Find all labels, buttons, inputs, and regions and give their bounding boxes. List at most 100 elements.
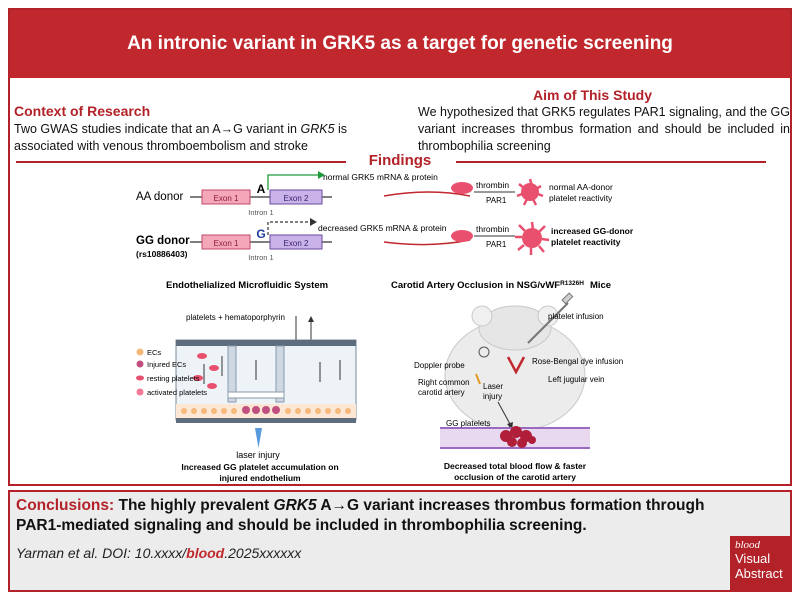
gg-donor-label: GG donor (136, 235, 190, 247)
aa-exon2-label: Exon 2 (284, 194, 309, 203)
allele-a: A (257, 182, 266, 196)
mouse-title: Carotid Artery Occlusion in NSG/vWFR1326… (391, 280, 611, 291)
syringe-barrel (561, 292, 574, 305)
context-text-b: G variant in (233, 122, 301, 136)
carotid-vessels (506, 356, 526, 375)
findings-rule-right (456, 161, 766, 163)
injured-cells (242, 406, 280, 414)
gg-thrombin-label: thrombin (476, 224, 509, 234)
conclusions-arrow: → (331, 497, 348, 514)
title-banner: An intronic variant in GRK5 as a target … (10, 10, 790, 78)
citation-prefix: Yarman et al. DOI: 10.xxxx/ (16, 545, 187, 561)
aa-exon1-label: Exon 1 (214, 194, 239, 203)
decreased-mrna-label: decreased GRK5 mRNA & protein (318, 223, 447, 233)
laser-injury-label-1: Laser (483, 382, 503, 391)
mouse-result-2: occlusion of the carotid artery (454, 472, 576, 482)
conclusions-gene: GRK5 (273, 497, 317, 514)
gg-transcription-arrow (267, 221, 310, 235)
legend-ecs: ECs (147, 348, 161, 357)
legend-ec-swatch (136, 348, 144, 356)
gg-resting-platelet (451, 230, 473, 242)
aa-exon2 (269, 189, 323, 205)
gg-exon1-label: Exon 1 (214, 239, 239, 248)
legend-activated-swatch (136, 388, 144, 396)
allele-g: G (256, 227, 265, 241)
thrombus (500, 426, 536, 448)
citation-suffix: .2025xxxxxx (224, 545, 302, 561)
gg-platelets-label: GG platelets (446, 419, 490, 428)
increased-reactivity-1: increased GG-donor (551, 226, 634, 236)
citation: Yarman et al. DOI: 10.xxxx/blood.2025xxx… (16, 545, 301, 561)
outflow-arrowhead (308, 316, 314, 322)
gg-intron-label: Intron 1 (248, 253, 273, 262)
aa-transcription-arrow (267, 174, 318, 190)
aa-activated-platelet (516, 178, 544, 206)
doppler-probe-icon (478, 346, 490, 358)
aa-donor-label: AA donor (136, 191, 183, 203)
doppler-label: Doppler probe (414, 361, 465, 370)
conclusions-panel: Conclusions: The highly prevalent GRK5 A… (8, 490, 792, 592)
mouse-result-1: Decreased total blood flow & faster (444, 461, 587, 471)
normal-reactivity-2: platelet reactivity (549, 193, 613, 203)
context-gene: GRK5 (300, 122, 335, 136)
logo-line-2: Abstract (735, 566, 783, 581)
jugular-label: Left jugular vein (548, 375, 604, 384)
conclusions-text: Conclusions: The highly prevalent GRK5 A… (16, 496, 746, 536)
device-pillar-1 (227, 345, 237, 403)
micro-result-2: injured endothelium (219, 473, 301, 483)
mouse-title-main: Carotid Artery Occlusion in NSG/vWF (391, 280, 560, 291)
aa-arrowhead (318, 171, 325, 179)
legend-resting-swatch (136, 375, 144, 381)
context-text: Two GWAS studies indicate that an A→G va… (14, 121, 394, 155)
aa-intron-label: Intron 1 (248, 208, 273, 217)
legend-injured: Injured ECs (147, 360, 186, 369)
mouse-title-sup: R1326H (560, 280, 584, 287)
carotid-label-1: Right common (418, 378, 470, 387)
aa-exon1 (201, 189, 251, 205)
aa-resting-platelet (451, 182, 473, 194)
gg-arrowhead (310, 218, 317, 226)
conclusions-label: Conclusions: (16, 497, 115, 514)
device-pillar-2 (275, 345, 285, 403)
mouse-ear-right (537, 305, 559, 327)
aa-curve-arrow (383, 191, 471, 197)
laser-bolt-icon (475, 373, 481, 385)
gg-activated-platelet (515, 221, 550, 255)
endothelial-cells (181, 408, 351, 414)
legend-injured-swatch (136, 360, 144, 368)
legend-resting: resting platelets (147, 374, 200, 383)
device-channel-slab (227, 391, 285, 399)
aa-thrombin-label: thrombin (476, 180, 509, 190)
laser-beam (255, 428, 262, 448)
platelet-infusion-label: platelet infusion (548, 312, 604, 321)
findings-rule-left (16, 161, 346, 163)
mouse-title-end: Mice (590, 280, 611, 291)
gg-exon2 (269, 234, 323, 250)
device-bottom-wall (176, 418, 356, 423)
legend-activated: activated platelets (147, 388, 207, 397)
context-text-c: is associated with venous thromboembolis… (14, 122, 348, 153)
context-arrow: → (220, 122, 234, 136)
findings-heading: Findings (368, 152, 432, 169)
conclusions-text-b: A (316, 497, 332, 514)
mouse-ear-left (471, 305, 493, 327)
resting-platelets (193, 353, 219, 389)
inflow-label: platelets + hematoporphyrin (186, 313, 285, 322)
normal-mrna-label: normal GRK5 mRNA & protein (323, 172, 438, 182)
conclusions-text-a: The highly prevalent (114, 497, 274, 514)
laser-label: laser injury (236, 450, 280, 460)
device-top-wall (176, 340, 356, 346)
gg-exon2-label: Exon 2 (284, 239, 309, 248)
gg-par1-label: PAR1 (486, 240, 507, 249)
micro-result-1: Increased GG platelet accumulation on (181, 462, 338, 472)
page-title: An intronic variant in GRK5 as a target … (127, 33, 673, 54)
flow-arrows (203, 356, 341, 384)
zoom-arrow (497, 401, 511, 425)
context-heading: Context of Research (14, 103, 151, 119)
carotid-label-2: carotid artery (418, 388, 465, 397)
citation-journal: blood (186, 545, 225, 561)
rose-bengal-label: Rose-Bengal dye infusion (532, 357, 623, 366)
microfluidic-title: Endothelialized Microfluidic System (166, 280, 328, 291)
logo-brand: blood (735, 539, 761, 551)
